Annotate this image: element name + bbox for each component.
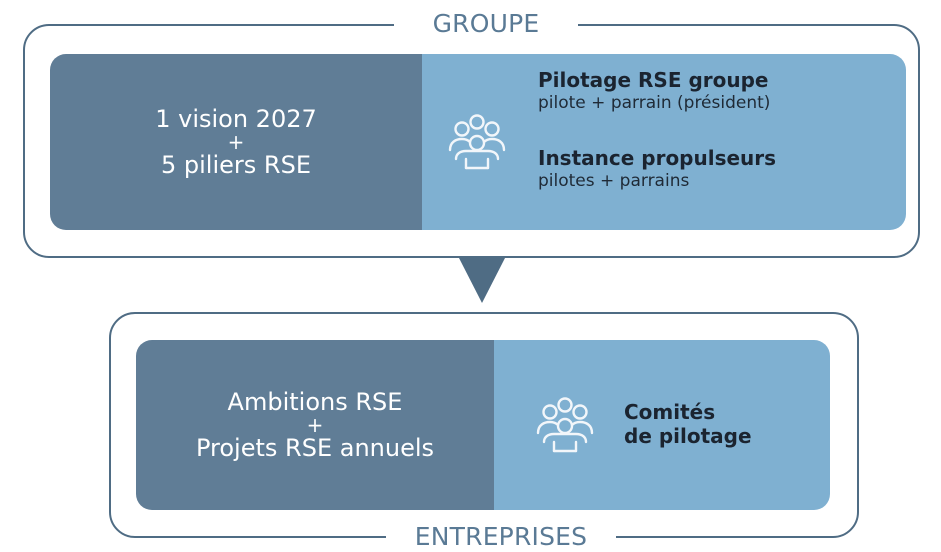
comites-title-line1: Comités xyxy=(624,400,716,424)
projets-text: Projets RSE annuels xyxy=(195,434,435,462)
entreprises-ambitions-block: Ambitions RSE + Projets RSE annuels xyxy=(136,340,494,510)
instance-propulseurs-sub: pilotes + parrains xyxy=(538,171,690,191)
plus-sign: + xyxy=(306,413,324,437)
down-arrow-icon xyxy=(459,258,505,303)
groupe-label: GROUPE xyxy=(394,9,578,39)
comites-title-line2: de pilotage xyxy=(624,424,752,448)
instance-propulseurs-title: Instance propulseurs xyxy=(538,146,777,170)
pilotage-rse-groupe-title: Pilotage RSE groupe xyxy=(538,68,769,92)
people-group-icon xyxy=(448,114,506,170)
people-group-icon xyxy=(536,397,594,453)
vision-text: 1 vision 2027 xyxy=(155,105,317,133)
ambitions-text: Ambitions RSE xyxy=(227,388,403,416)
groupe-panel: 1 vision 2027 + 5 piliers RSE Pilotage R… xyxy=(50,54,906,230)
plus-sign: + xyxy=(227,130,245,154)
entreprises-committee-block: Comités de pilotage xyxy=(494,340,830,510)
entreprises-panel: Ambitions RSE + Projets RSE annuels Comi… xyxy=(136,340,830,510)
entreprises-label: ENTREPRISES xyxy=(386,522,616,552)
groupe-vision-block: 1 vision 2027 + 5 piliers RSE xyxy=(50,54,422,230)
pilotage-rse-groupe-sub: pilote + parrain (président) xyxy=(538,93,771,113)
groupe-governance-block: Pilotage RSE groupe pilote + parrain (pr… xyxy=(422,54,906,230)
piliers-text: 5 piliers RSE xyxy=(161,151,311,179)
